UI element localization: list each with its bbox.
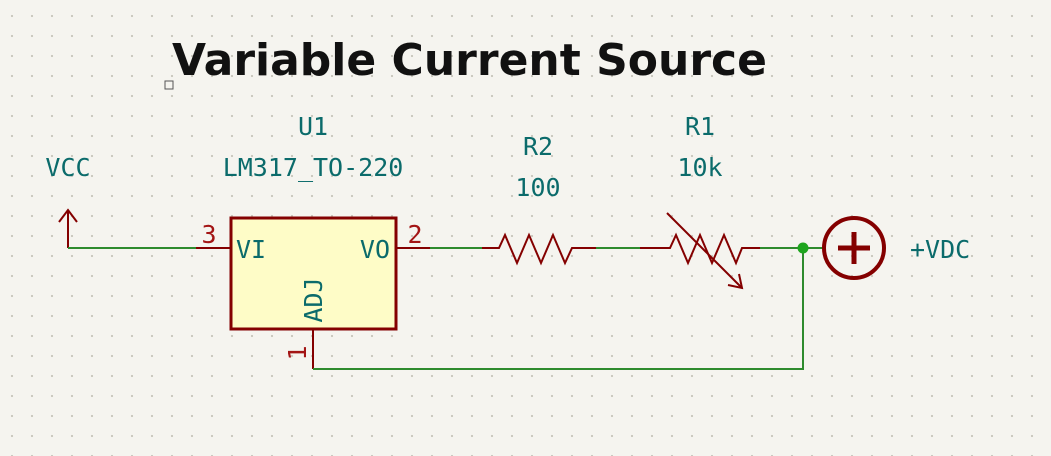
u1-pin-adj-name: ADJ — [299, 277, 328, 322]
r2-value: 100 — [515, 173, 560, 202]
title-anchor-marker[interactable] — [164, 80, 174, 90]
vcc-power-symbol[interactable] — [58, 208, 78, 248]
r2-reference: R2 — [523, 132, 553, 161]
u1-pin-vo-name: VO — [360, 235, 390, 264]
r1-variable-resistor[interactable] — [640, 212, 760, 290]
r2-resistor[interactable] — [482, 232, 596, 266]
u1-pin-vi-name: VI — [236, 235, 266, 264]
u1-pin-vo-number: 2 — [407, 220, 422, 249]
r1-value: 10k — [677, 153, 722, 182]
u1-value: LM317_TO-220 — [223, 153, 404, 182]
vdc-power-symbol[interactable] — [822, 216, 886, 280]
u1-body[interactable] — [229, 216, 398, 331]
vdc-label: +VDC — [910, 235, 970, 264]
wire-adj-feedback[interactable] — [313, 248, 804, 370]
vcc-label: VCC — [45, 153, 90, 182]
schematic-title: Variable Current Source — [172, 35, 767, 86]
junction-dot[interactable] — [797, 242, 809, 254]
u1-reference: U1 — [298, 112, 328, 141]
u1-pin-vi-number: 3 — [201, 220, 216, 249]
u1-pin-adj-number: 1 — [283, 345, 312, 360]
r1-reference: R1 — [685, 112, 715, 141]
